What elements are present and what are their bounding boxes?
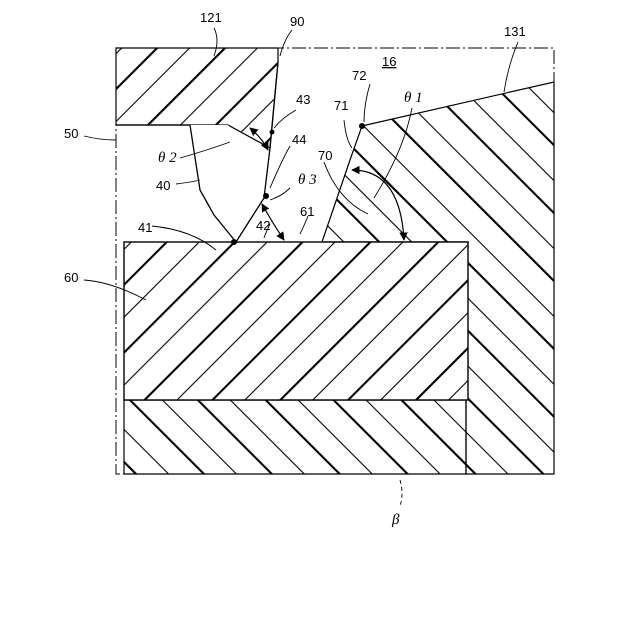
label-50: 50: [64, 126, 78, 141]
label-theta3: θ 3: [298, 172, 317, 188]
label-theta1: θ 1: [404, 90, 423, 106]
point-41: [231, 239, 237, 245]
point-72: [359, 123, 365, 129]
label-60: 60: [64, 270, 78, 285]
label-40: 40: [156, 178, 170, 193]
point-42: [263, 193, 269, 199]
label-43: 43: [296, 92, 310, 107]
member-base: [124, 400, 466, 474]
label-theta2: θ 2: [158, 150, 177, 166]
label-16: 16: [382, 54, 396, 69]
point-43: [270, 130, 275, 135]
label-42: 42: [256, 218, 270, 233]
member-60-hatch: [124, 242, 468, 400]
label-72: 72: [352, 68, 366, 83]
label-61: 61: [300, 204, 314, 219]
label-90: 90: [290, 14, 304, 29]
label-70: 70: [318, 148, 332, 163]
label-beta: β: [391, 512, 400, 528]
label-71: 71: [334, 98, 348, 113]
label-41: 41: [138, 220, 152, 235]
label-44: 44: [292, 132, 306, 147]
label-131: 131: [504, 24, 526, 39]
label-121: 121: [200, 10, 222, 25]
